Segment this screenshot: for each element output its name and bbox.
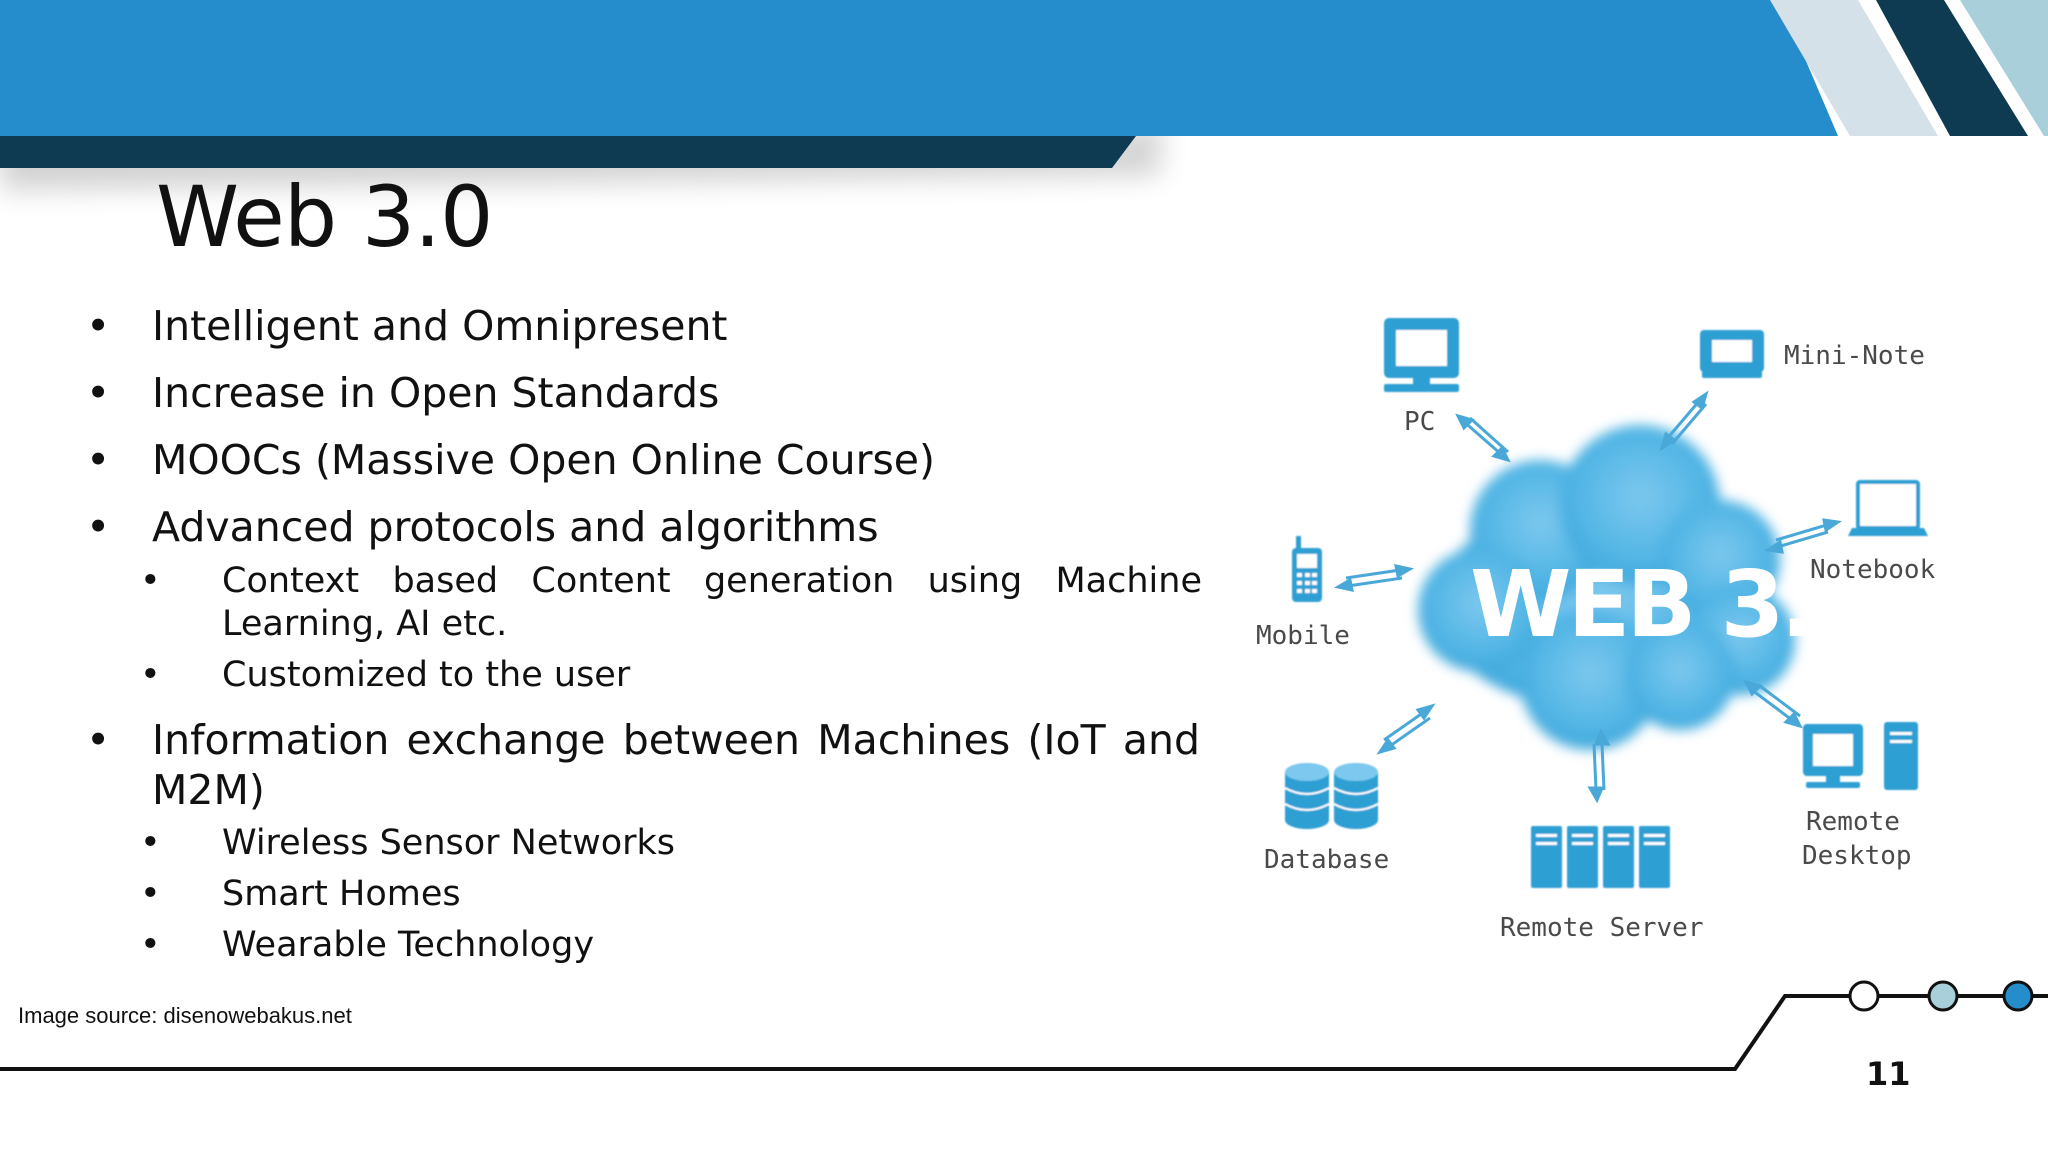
bullet-item: • MOOCs (Massive Open Online Course) xyxy=(86,436,1200,484)
bullet-text: Information exchange between Machines (I… xyxy=(152,716,1200,814)
remote-desktop-icon xyxy=(1803,722,1918,790)
remote-server-label: Remote Server xyxy=(1500,913,1704,943)
cloud-icon xyxy=(1418,425,1795,750)
image-source-caption: Image source: disenowebakus.net xyxy=(18,1003,352,1028)
bullet-item: • Intelligent and Omnipresent xyxy=(86,302,1200,350)
database-label: Database xyxy=(1264,845,1389,875)
notebook-label: Notebook xyxy=(1810,555,1936,585)
bullet-text: MOOCs (Massive Open Online Course) xyxy=(152,436,936,484)
stripe-dark xyxy=(1876,0,2028,136)
sub-bullet-item: • Context based Content generation using… xyxy=(140,560,1202,646)
sub-bullet-item: • Smart Homes xyxy=(140,874,1202,914)
bullet-dot: • xyxy=(86,503,111,551)
mini-note-icon xyxy=(1700,330,1764,378)
arrow-notebook xyxy=(1763,518,1843,554)
bullet-text: Customized to the user xyxy=(222,655,631,695)
header-dark-band xyxy=(0,136,1136,168)
bullet-dot: • xyxy=(140,925,161,965)
bullet-text: Context based Content generation using M… xyxy=(222,561,1202,644)
arrow-mobile xyxy=(1333,564,1415,592)
footer-line xyxy=(0,994,2048,1071)
bullet-dot: • xyxy=(86,302,111,350)
footer-dot-white xyxy=(1848,980,1880,1012)
bullet-text: Wireless Sensor Networks xyxy=(222,823,676,863)
bullet-text: Increase in Open Standards xyxy=(152,369,720,417)
remote-server-icon xyxy=(1531,826,1670,888)
mobile-icon xyxy=(1292,536,1322,602)
bullet-dot: • xyxy=(140,823,161,863)
sub-bullet-item: • Customized to the user xyxy=(140,655,1202,695)
sub-bullet-item: • Wireless Sensor Networks xyxy=(140,823,1202,863)
bullet-item: • Increase in Open Standards xyxy=(86,369,1200,417)
arrow-remote-desktop xyxy=(1743,679,1803,729)
connector-arrows xyxy=(1333,390,1843,804)
arrow-pc xyxy=(1455,413,1511,463)
arrow-database xyxy=(1376,703,1436,755)
cloud-label: WEB 3.0 xyxy=(1470,551,1871,658)
bullet-dot: • xyxy=(86,716,111,764)
footer-dot-blue xyxy=(2002,980,2034,1012)
mobile-label: Mobile xyxy=(1256,621,1350,651)
notebook-icon xyxy=(1848,480,1928,536)
bullet-dot: • xyxy=(86,369,111,417)
bullet-text: Intelligent and Omnipresent xyxy=(152,302,728,350)
sub-bullet-item: • Wearable Technology xyxy=(140,925,1202,965)
database-icon xyxy=(1284,763,1379,829)
bullet-dot: • xyxy=(140,561,161,601)
bullet-text: Wearable Technology xyxy=(222,925,595,965)
bullet-text: Smart Homes xyxy=(222,874,461,914)
arrow-remote-server xyxy=(1587,728,1611,804)
bullet-item: • Information exchange between Machines … xyxy=(86,715,1200,815)
slide-title: Web 3.0 xyxy=(156,168,493,266)
stripe-light xyxy=(1770,0,1938,136)
bullet-dot: • xyxy=(86,436,111,484)
bullet-text: Advanced protocols and algorithms xyxy=(152,503,879,551)
stripe-pale xyxy=(1960,0,2048,136)
arrow-mini-note xyxy=(1659,390,1709,452)
mini-note-label: Mini-Note xyxy=(1784,341,1925,371)
pc-label: PC xyxy=(1404,407,1435,437)
bullet-item: • Advanced protocols and algorithms xyxy=(86,503,1200,551)
bullet-dot: • xyxy=(140,874,161,914)
remote-desktop-label-line1: Remote xyxy=(1806,807,1900,837)
bullet-dot: • xyxy=(140,655,161,695)
header-blue-band xyxy=(0,0,1838,136)
page-number: 11 xyxy=(1866,1055,1911,1093)
remote-desktop-label-line2: Desktop xyxy=(1802,841,1912,871)
footer-dot-pale xyxy=(1927,980,1959,1012)
pc-icon xyxy=(1384,318,1459,392)
